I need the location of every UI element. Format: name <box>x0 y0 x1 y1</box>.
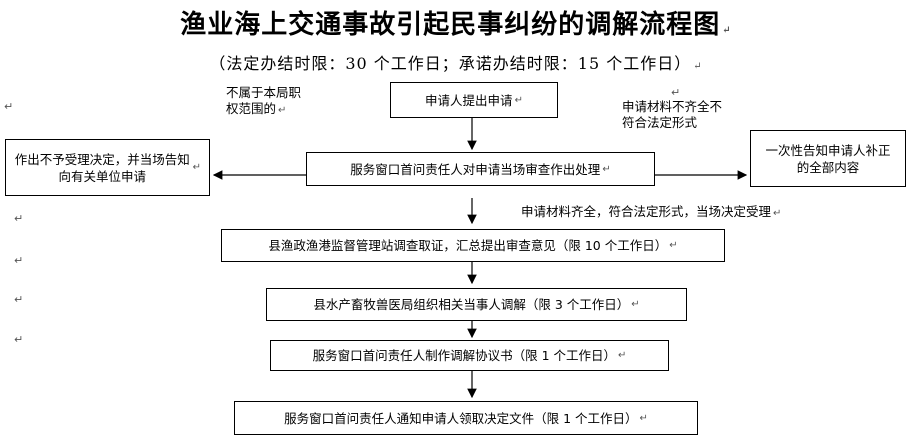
paragraph-mark: ↵ <box>693 61 703 72</box>
paragraph-mark: ↵ <box>14 293 24 306</box>
node-investigate: 县渔政渔港监督管理站调查取证，汇总提出审查意见（限 10 个工作日）↵ <box>221 229 725 262</box>
label-not-in-scope: 不属于本局职权范围的↵ <box>226 85 302 116</box>
node-notify-pickup: 服务窗口首问责任人通知申请人领取决定文件（限 1 个工作日）↵ <box>234 401 698 435</box>
page-title: 渔业海上交通事故引起民事纠纷的调解流程图↵ <box>180 10 732 40</box>
paragraph-mark: ↵ <box>14 212 24 225</box>
label-accepted: 申请材料齐全，符合法定形式，当场决定受理↵ <box>521 204 782 219</box>
page-subtitle: （法定办结时限：30 个工作日；承诺办结时限：15 个工作日）↵ <box>209 54 703 73</box>
node-agreement: 服务窗口首问责任人制作调解协议书（限 1 个工作日）↵ <box>270 340 669 371</box>
node-apply: 申请人提出申请↵ <box>390 82 558 118</box>
node-reject: 作出不予受理决定，并当场告知向有关单位申请↵ <box>5 139 210 196</box>
label-incomplete-materials: 申请材料不齐全不符合法定形式 <box>622 99 723 130</box>
paragraph-mark: ↵ <box>4 100 14 113</box>
node-mediate: 县水产畜牧兽医局组织相关当事人调解（限 3 个工作日）↵ <box>266 288 687 321</box>
paragraph-mark: ↵ <box>671 86 681 99</box>
paragraph-mark: ↵ <box>14 254 24 267</box>
node-notify-supplement: 一次性告知申请人补正的全部内容 <box>750 130 906 187</box>
node-review: 服务窗口首问责任人对申请当场审查作出处理↵ <box>306 152 655 186</box>
paragraph-mark: ↵ <box>722 25 732 36</box>
paragraph-mark: ↵ <box>14 333 24 346</box>
